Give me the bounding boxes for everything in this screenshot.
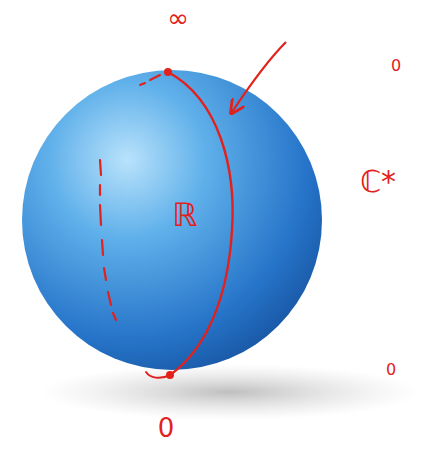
zero-label: 0 bbox=[158, 415, 175, 441]
sphere bbox=[22, 70, 322, 370]
point-mark: 0 bbox=[391, 58, 401, 74]
sphere-shadow bbox=[40, 364, 420, 420]
pointer-arrow bbox=[232, 42, 286, 112]
south-pole-dot bbox=[166, 371, 174, 379]
dashed-meridian bbox=[100, 160, 116, 320]
real-line-label: ℝ bbox=[172, 199, 197, 231]
punctured-plane-label: ℂ* bbox=[360, 167, 396, 197]
real-line-arc bbox=[168, 72, 233, 375]
infinity-label: ∞ bbox=[167, 5, 189, 31]
point-mark: 0 bbox=[386, 362, 396, 378]
dashed-meridian-top bbox=[140, 75, 160, 85]
north-pole-dot bbox=[164, 68, 172, 76]
